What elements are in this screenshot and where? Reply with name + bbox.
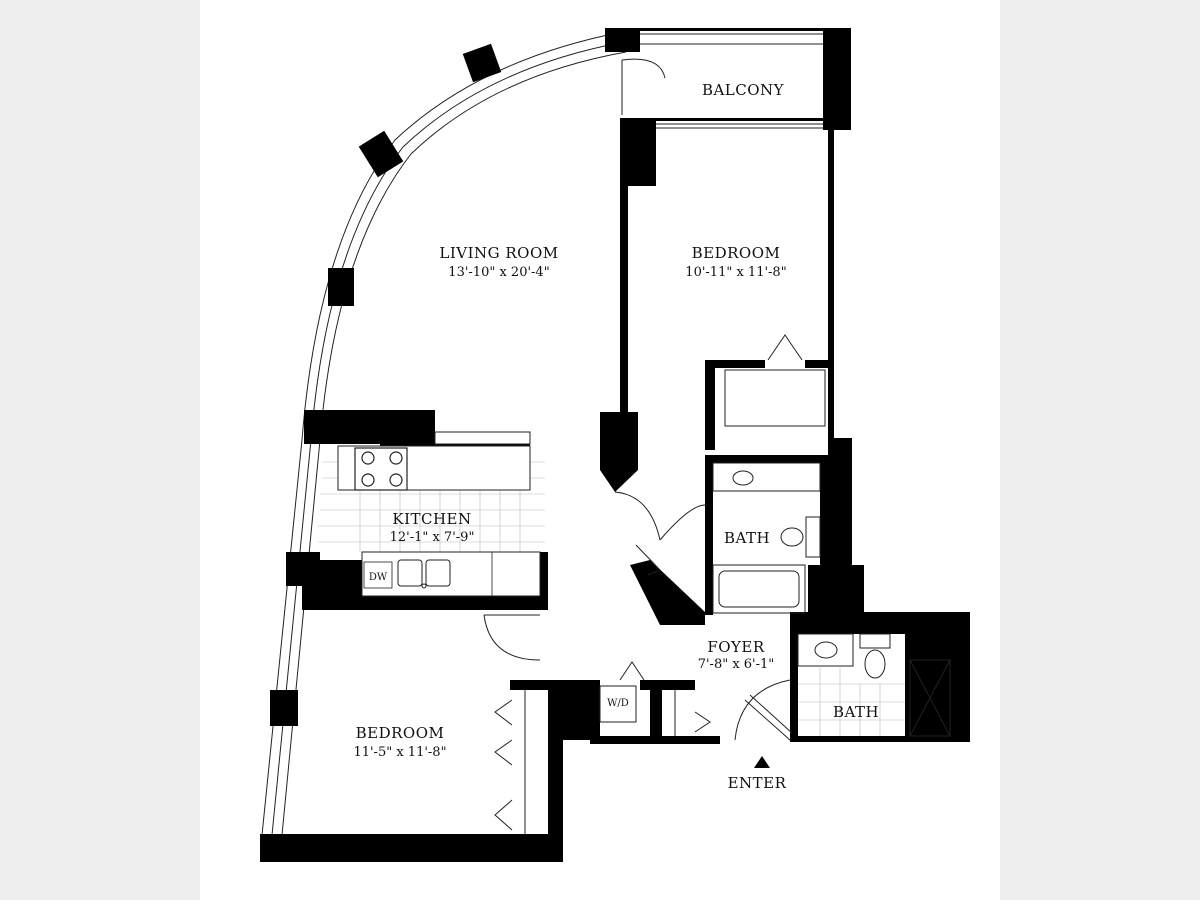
balcony-glazing — [640, 33, 823, 129]
kitchen-label: KITCHEN — [392, 510, 471, 528]
foyer-label: FOYER — [707, 638, 765, 656]
window-columns — [270, 28, 640, 726]
living-room-label: LIVING ROOM — [439, 244, 558, 262]
sink-icon — [732, 470, 754, 486]
sink-icon — [814, 641, 838, 659]
right-margin — [1000, 0, 1200, 900]
living-room-dims: 13'-10" x 20'-4" — [448, 265, 549, 280]
bath-2-label: BATH — [833, 703, 879, 721]
kitchen-dims: 12'-1" x 7'-9" — [390, 530, 475, 545]
dishwasher-label: DW — [369, 572, 388, 583]
sink-icon — [397, 559, 451, 589]
bedroom-2-dims: 11'-5" x 11'-8" — [353, 745, 446, 760]
washer-dryer-icon: W/D — [599, 685, 637, 723]
shower-icon — [909, 659, 951, 737]
bath2-fixtures — [797, 633, 951, 737]
bath1-fixtures — [712, 462, 821, 614]
closet-doors — [494, 334, 826, 834]
enter-label: ENTER — [728, 774, 787, 792]
bedroom-1-label: BEDROOM — [692, 244, 781, 262]
entry-arrow-icon — [754, 756, 770, 768]
curved-window-wall — [261, 31, 627, 836]
balcony-label: BALCONY — [702, 81, 785, 99]
bedroom-1-dims: 10'-11" x 11'-8" — [685, 265, 786, 280]
left-margin — [0, 0, 200, 900]
doors — [483, 58, 793, 741]
bath-1-label: BATH — [724, 529, 770, 547]
foyer-dims: 7'-8" x 6'-1" — [698, 657, 775, 672]
refrigerator-icon — [491, 551, 541, 597]
toilet-icon — [780, 527, 804, 547]
bath2-floor-tiles — [798, 666, 905, 736]
washer-dryer-label: W/D — [607, 698, 629, 709]
stove-icon — [354, 447, 408, 491]
walls — [260, 28, 970, 862]
dishwasher-icon: DW — [363, 561, 393, 589]
bathtub-icon — [712, 564, 806, 614]
toilet-icon — [864, 649, 886, 679]
bedroom-2-label: BEDROOM — [356, 724, 445, 742]
